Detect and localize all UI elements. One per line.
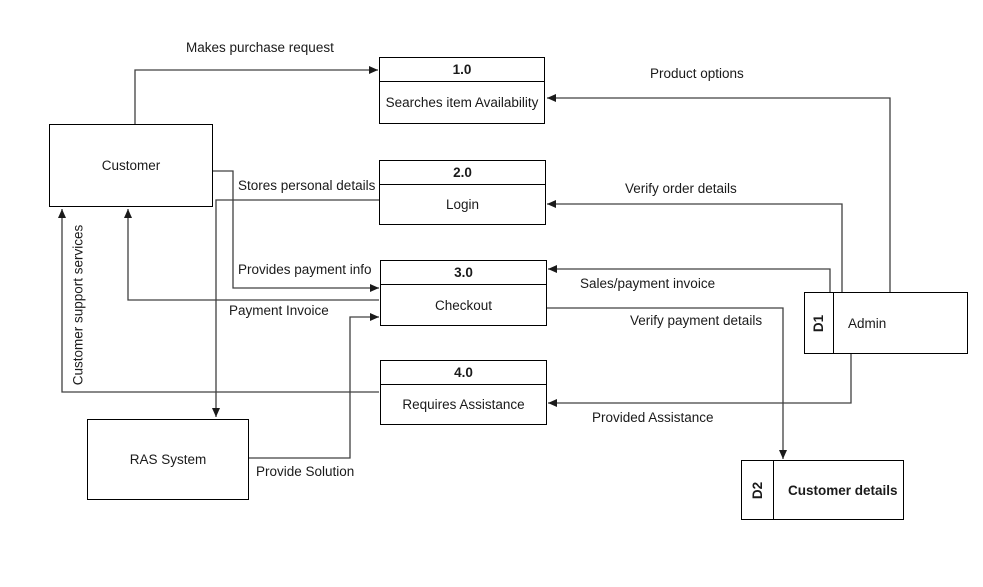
flow-line-verify-payment-details	[547, 307, 787, 459]
flow-label-makes-purchase-request: Makes purchase request	[186, 40, 334, 55]
flow-line-makes-purchase-request	[134, 66, 378, 124]
flow-line-provided-assistance	[548, 354, 852, 407]
flow-line-sales-payment-invoice	[548, 265, 831, 292]
flow-label-product-options: Product options	[650, 66, 744, 81]
datastore-d2-id: D2	[742, 461, 774, 519]
flow-label-payment-invoice: Payment Invoice	[229, 303, 329, 318]
entity-customer: Customer	[49, 124, 213, 207]
entity-ras-system-label: RAS System	[129, 452, 207, 467]
process-3-checkout: 3.0 Checkout	[380, 260, 547, 326]
flow-label-verify-order-details: Verify order details	[625, 181, 737, 196]
process-1-number: 1.0	[380, 58, 544, 82]
flow-line-verify-order-details	[547, 200, 843, 292]
process-3-number: 3.0	[381, 261, 546, 285]
process-4-number: 4.0	[381, 361, 546, 385]
process-4-requires-assistance: 4.0 Requires Assistance	[380, 360, 547, 425]
process-2-label: Login	[445, 197, 480, 212]
flow-line-provides-payment-info	[213, 170, 379, 292]
entity-customer-label: Customer	[101, 158, 161, 173]
process-4-label: Requires Assistance	[402, 397, 525, 412]
datastore-d2-id-text: D2	[749, 481, 765, 499]
flow-label-customer-support-services: Customer support services	[70, 224, 86, 386]
entity-ras-system: RAS System	[87, 419, 249, 500]
flow-line-customer-support-services	[58, 209, 379, 393]
process-2-login: 2.0 Login	[379, 160, 546, 225]
flow-line-provide-solution	[249, 313, 379, 459]
process-1-label: Searches item Availability	[385, 95, 539, 110]
process-2-number: 2.0	[380, 161, 545, 185]
datastore-d1-admin: D1 Admin	[804, 292, 968, 354]
flow-line-product-options	[547, 94, 891, 292]
datastore-d2-label: Customer details	[788, 482, 898, 498]
flow-label-provides-payment-info: Provides payment info	[238, 262, 372, 277]
datastore-d1-label: Admin	[848, 315, 887, 331]
flow-line-payment-invoice	[124, 209, 379, 301]
process-1-searches-item-availability: 1.0 Searches item Availability	[379, 57, 545, 124]
datastore-d2-customer-details: D2 Customer details	[741, 460, 904, 520]
flow-label-verify-payment-details: Verify payment details	[630, 313, 763, 328]
flow-label-provided-assistance: Provided Assistance	[592, 410, 714, 425]
flow-label-sales-payment-invoice: Sales/payment invoice	[580, 276, 716, 291]
flow-label-provide-solution: Provide Solution	[256, 464, 355, 479]
flow-label-stores-personal-details: Stores personal details	[238, 178, 376, 193]
process-3-label: Checkout	[434, 297, 493, 313]
flow-line-stores-personal-details	[212, 199, 379, 417]
datastore-d1-id-text: D1	[811, 314, 827, 332]
datastore-d1-id: D1	[805, 293, 834, 353]
